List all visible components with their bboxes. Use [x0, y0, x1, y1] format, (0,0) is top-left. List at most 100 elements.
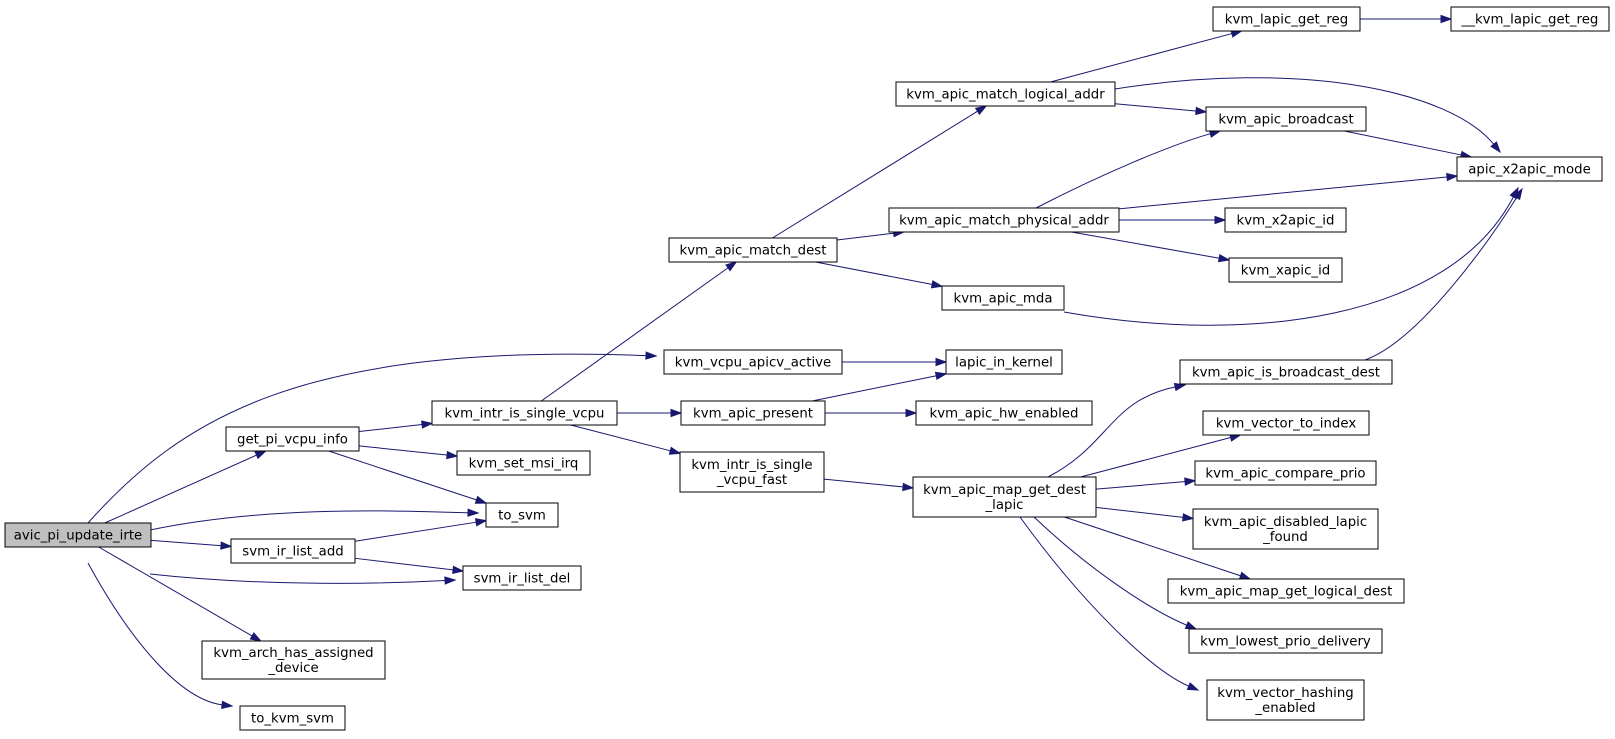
edge-kvm_apic_present-to-kvm_apic_hw_enabled — [825, 408, 918, 418]
node-lapic-in-kernel[interactable]: lapic_in_kernel — [945, 349, 1063, 375]
node-kvm-apic-compare-prio[interactable]: kvm_apic_compare_prio — [1194, 460, 1377, 486]
edge-kvm_intr_is_single_vcpu-to-kvm_intr_is_single_vcpu_fast — [570, 424, 682, 455]
node-kvm-vcpu-apicv-active[interactable]: kvm_vcpu_apicv_active — [663, 349, 843, 375]
edge-kvm_apic_match_physical_addr-to-kvm_xapic_id — [1071, 231, 1231, 263]
node-label: kvm_x2apic_id — [1237, 214, 1335, 229]
edge-avic_pi_update_irte-to-svm_ir_list_add — [150, 539, 233, 550]
node-label: __kvm_lapic_get_reg — [1461, 13, 1599, 28]
node-kvm-intr-is-single-vcpu-fast[interactable]: kvm_intr_is_single_vcpu_fast — [679, 451, 825, 493]
node-to-kvm-svm[interactable]: to_kvm_svm — [239, 705, 346, 731]
node-kvm-set-msi-irq[interactable]: kvm_set_msi_irq — [456, 450, 591, 476]
node-label: kvm_apic_compare_prio — [1205, 467, 1365, 482]
edge-kvm_lapic_get_reg-to-__kvm_lapic_get_reg — [1360, 14, 1453, 24]
node-label: kvm_apic_match_logical_addr — [906, 88, 1105, 103]
edge-kvm_apic_match_logical_addr-to-kvm_apic_broadcast — [1114, 103, 1208, 116]
edge-avic_pi_update_irte-to-svm_ir_list_del — [149, 573, 457, 585]
node-kvm-vector-to-index[interactable]: kvm_vector_to_index — [1202, 410, 1370, 436]
edge-kvm_apic_map_get_dest_lapic-to-kvm_vector_hashing_enabled — [1019, 516, 1200, 691]
node-kvm-lowest-prio-delivery[interactable]: kvm_lowest_prio_delivery — [1188, 628, 1383, 654]
node-label: kvm_apic_broadcast — [1218, 113, 1353, 128]
edge-kvm_apic_is_broadcast_dest-to-apic_x2apic_mode — [1364, 187, 1523, 361]
node-kvm-apic-map-get-dest-lapic[interactable]: kvm_apic_map_get_dest_lapic — [912, 476, 1097, 518]
node-kvm-apic-disabled-lapic-found[interactable]: kvm_apic_disabled_lapic_found — [1192, 508, 1379, 550]
node-label: kvm_apic_mda — [954, 292, 1053, 307]
node-label: kvm_vector_hashing — [1217, 686, 1354, 701]
edge-avic_pi_update_irte-to-to_kvm_svm — [87, 562, 234, 709]
node-get-pi-vcpu-info[interactable]: get_pi_vcpu_info — [225, 426, 360, 452]
node-label: _lapic — [985, 498, 1024, 513]
edge-kvm_apic_broadcast-to-apic_x2apic_mode — [1344, 130, 1473, 160]
edge-kvm_apic_match_logical_addr-to-kvm_lapic_get_reg — [1050, 29, 1244, 83]
node-kvm-apic-match-logical-addr[interactable]: kvm_apic_match_logical_addr — [895, 81, 1116, 107]
edge-kvm_vcpu_apicv_active-to-lapic_in_kernel — [842, 357, 948, 367]
node-label: kvm_vector_to_index — [1216, 417, 1357, 432]
edge-kvm_apic_match_logical_addr-to-apic_x2apic_mode — [1114, 77, 1501, 154]
node-label: _device — [267, 661, 318, 676]
node-label: kvm_set_msi_irq — [469, 457, 579, 472]
edge-kvm_apic_map_get_dest_lapic-to-kvm_apic_is_broadcast_dest — [1047, 382, 1187, 478]
edge-avic_pi_update_irte-to-kvm_arch_has_assigned_device — [98, 546, 263, 642]
node-label: kvm_apic_match_physical_addr — [899, 214, 1109, 229]
node-kvm-apic-mda[interactable]: kvm_apic_mda — [941, 285, 1065, 311]
edge-kvm_apic_match_dest-to-kvm_apic_mda — [815, 261, 944, 289]
node-kvm-apic-broadcast[interactable]: kvm_apic_broadcast — [1205, 106, 1367, 132]
node-kvm-lapic-get-reg[interactable]: __kvm_lapic_get_reg — [1450, 6, 1610, 32]
node-label: avic_pi_update_irte — [14, 529, 143, 544]
edge-kvm_apic_match_dest-to-kvm_apic_match_logical_addr — [772, 105, 988, 239]
node-kvm-apic-hw-enabled[interactable]: kvm_apic_hw_enabled — [915, 400, 1093, 426]
edge-get_pi_vcpu_info-to-to_svm — [328, 450, 488, 504]
node-label: _found — [1262, 530, 1308, 545]
node-kvm-apic-match-dest[interactable]: kvm_apic_match_dest — [668, 237, 838, 263]
node-label: kvm_lapic_get_reg — [1225, 13, 1348, 28]
node-kvm-xapic-id[interactable]: kvm_xapic_id — [1228, 257, 1343, 283]
node-svm-ir-list-add[interactable]: svm_ir_list_add — [230, 538, 356, 564]
node-label: kvm_arch_has_assigned — [213, 646, 373, 661]
node-label: kvm_apic_hw_enabled — [930, 407, 1079, 422]
node-label: kvm_vcpu_apicv_active — [675, 356, 831, 371]
edge-kvm_intr_is_single_vcpu-to-kvm_apic_present — [617, 408, 683, 418]
edge-kvm_apic_map_get_dest_lapic-to-kvm_apic_compare_prio — [1095, 477, 1197, 490]
node-label: apic_x2apic_mode — [1468, 163, 1591, 178]
node-label: kvm_apic_map_get_logical_dest — [1180, 585, 1393, 600]
node-label: kvm_apic_is_broadcast_dest — [1192, 366, 1380, 381]
node-kvm-apic-map-get-logical-dest[interactable]: kvm_apic_map_get_logical_dest — [1167, 578, 1405, 604]
edge-kvm_apic_match_physical_addr-to-kvm_x2apic_id — [1119, 215, 1227, 225]
node-kvm-apic-present[interactable]: kvm_apic_present — [680, 400, 826, 426]
node-label: to_kvm_svm — [251, 712, 334, 727]
node-label: lapic_in_kernel — [955, 356, 1053, 371]
node-kvm-arch-has-assigned-device[interactable]: kvm_arch_has_assigned_device — [201, 640, 386, 680]
node-to-svm[interactable]: to_svm — [485, 502, 559, 528]
edge-get_pi_vcpu_info-to-kvm_set_msi_irq — [358, 445, 459, 460]
node-apic-x2apic-mode[interactable]: apic_x2apic_mode — [1456, 156, 1603, 182]
node-kvm-apic-is-broadcast-dest[interactable]: kvm_apic_is_broadcast_dest — [1179, 359, 1393, 385]
edge-avic_pi_update_irte-to-to_svm — [149, 508, 480, 531]
edge-svm_ir_list_add-to-to_svm — [354, 518, 488, 542]
edge-kvm_apic_present-to-lapic_in_kernel — [811, 371, 948, 402]
node-label: kvm_xapic_id — [1241, 264, 1330, 279]
edge-kvm_apic_match_physical_addr-to-kvm_apic_broadcast — [1035, 129, 1222, 209]
edge-kvm_intr_is_single_vcpu-to-kvm_apic_match_dest — [541, 261, 738, 402]
node-label: kvm_apic_disabled_lapic — [1204, 515, 1367, 530]
node-avic-pi-update-irte[interactable]: avic_pi_update_irte — [4, 522, 152, 548]
node-svm-ir-list-del[interactable]: svm_ir_list_del — [462, 565, 582, 591]
edge-kvm_apic_match_physical_addr-to-apic_x2apic_mode — [1118, 172, 1459, 210]
node-label: _enabled — [1254, 701, 1315, 716]
edge-kvm_intr_is_single_vcpu_fast-to-kvm_apic_map_get_dest_lapic — [823, 478, 915, 492]
node-kvm-apic-match-physical-addr[interactable]: kvm_apic_match_physical_addr — [888, 207, 1120, 233]
node-label: kvm_lowest_prio_delivery — [1200, 635, 1371, 650]
node-label: kvm_intr_is_single_vcpu — [445, 407, 605, 422]
node-label: get_pi_vcpu_info — [237, 433, 348, 448]
edge-avic_pi_update_irte-to-kvm_vcpu_apicv_active — [87, 351, 658, 524]
node-kvm-x2apic-id[interactable]: kvm_x2apic_id — [1224, 207, 1347, 233]
node-label: kvm_apic_map_get_dest — [923, 483, 1086, 498]
node-kvm-lapic-get-reg[interactable]: kvm_lapic_get_reg — [1212, 6, 1361, 32]
edge-avic_pi_update_irte-to-get_pi_vcpu_info — [104, 450, 268, 524]
node-label: svm_ir_list_del — [474, 572, 571, 587]
node-kvm-vector-hashing-enabled[interactable]: kvm_vector_hashing_enabled — [1206, 679, 1365, 721]
node-label: svm_ir_list_add — [242, 545, 343, 560]
edge-svm_ir_list_add-to-svm_ir_list_del — [354, 557, 465, 574]
node-label: kvm_apic_match_dest — [680, 244, 827, 259]
node-kvm-intr-is-single-vcpu[interactable]: kvm_intr_is_single_vcpu — [431, 400, 618, 426]
node-label: _vcpu_fast — [716, 473, 787, 488]
